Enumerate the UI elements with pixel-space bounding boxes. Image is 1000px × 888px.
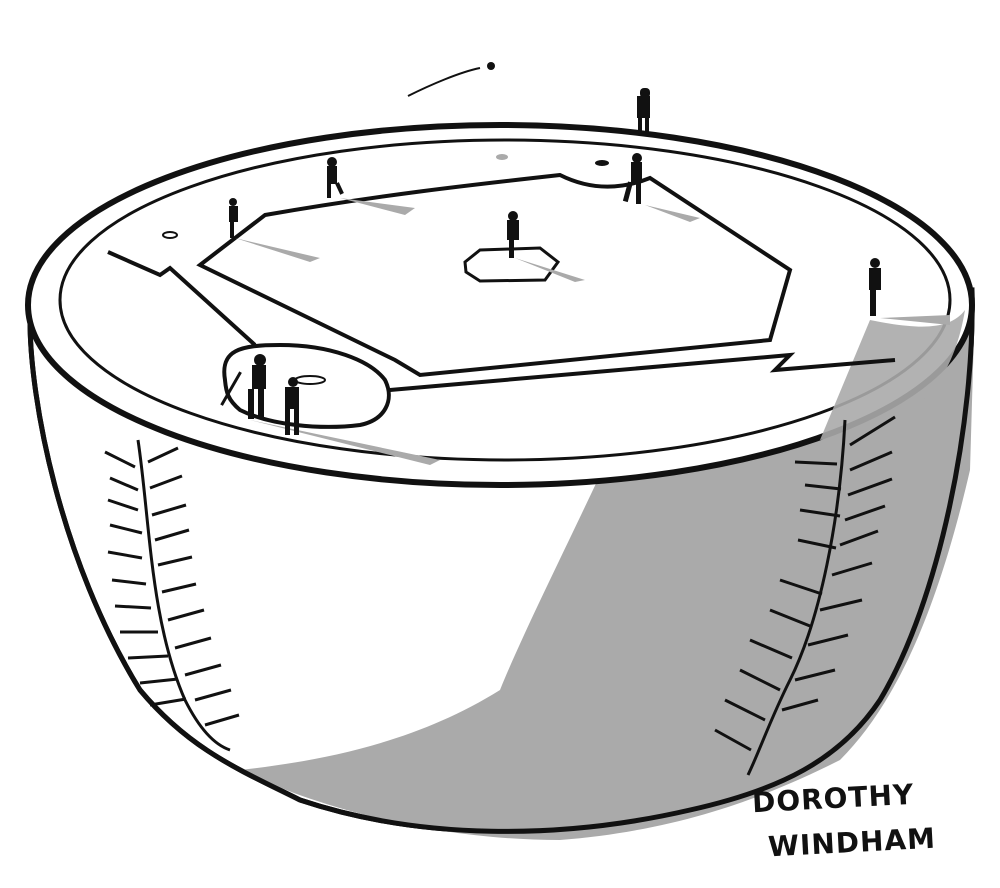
ball-shell-outline	[27, 289, 975, 834]
third-base	[162, 231, 178, 239]
second-base	[496, 154, 508, 160]
player-pitcher	[507, 211, 519, 258]
player-first-base	[622, 153, 642, 204]
bat-swing-arc	[294, 375, 326, 385]
right-foul-line	[389, 352, 896, 392]
flying-ball	[487, 62, 495, 70]
player-batter	[220, 354, 266, 419]
player-right-field	[869, 258, 881, 316]
stitching-left	[104, 439, 240, 752]
first-base	[595, 160, 609, 166]
left-foul-line	[107, 250, 257, 347]
stitching-right	[714, 415, 896, 776]
player-shortstop	[327, 157, 344, 198]
players	[220, 88, 881, 435]
player-third-base	[229, 198, 238, 238]
ball-trajectory	[407, 67, 481, 97]
player-center-field-umpire	[637, 88, 650, 132]
rim-shadow	[820, 310, 965, 440]
